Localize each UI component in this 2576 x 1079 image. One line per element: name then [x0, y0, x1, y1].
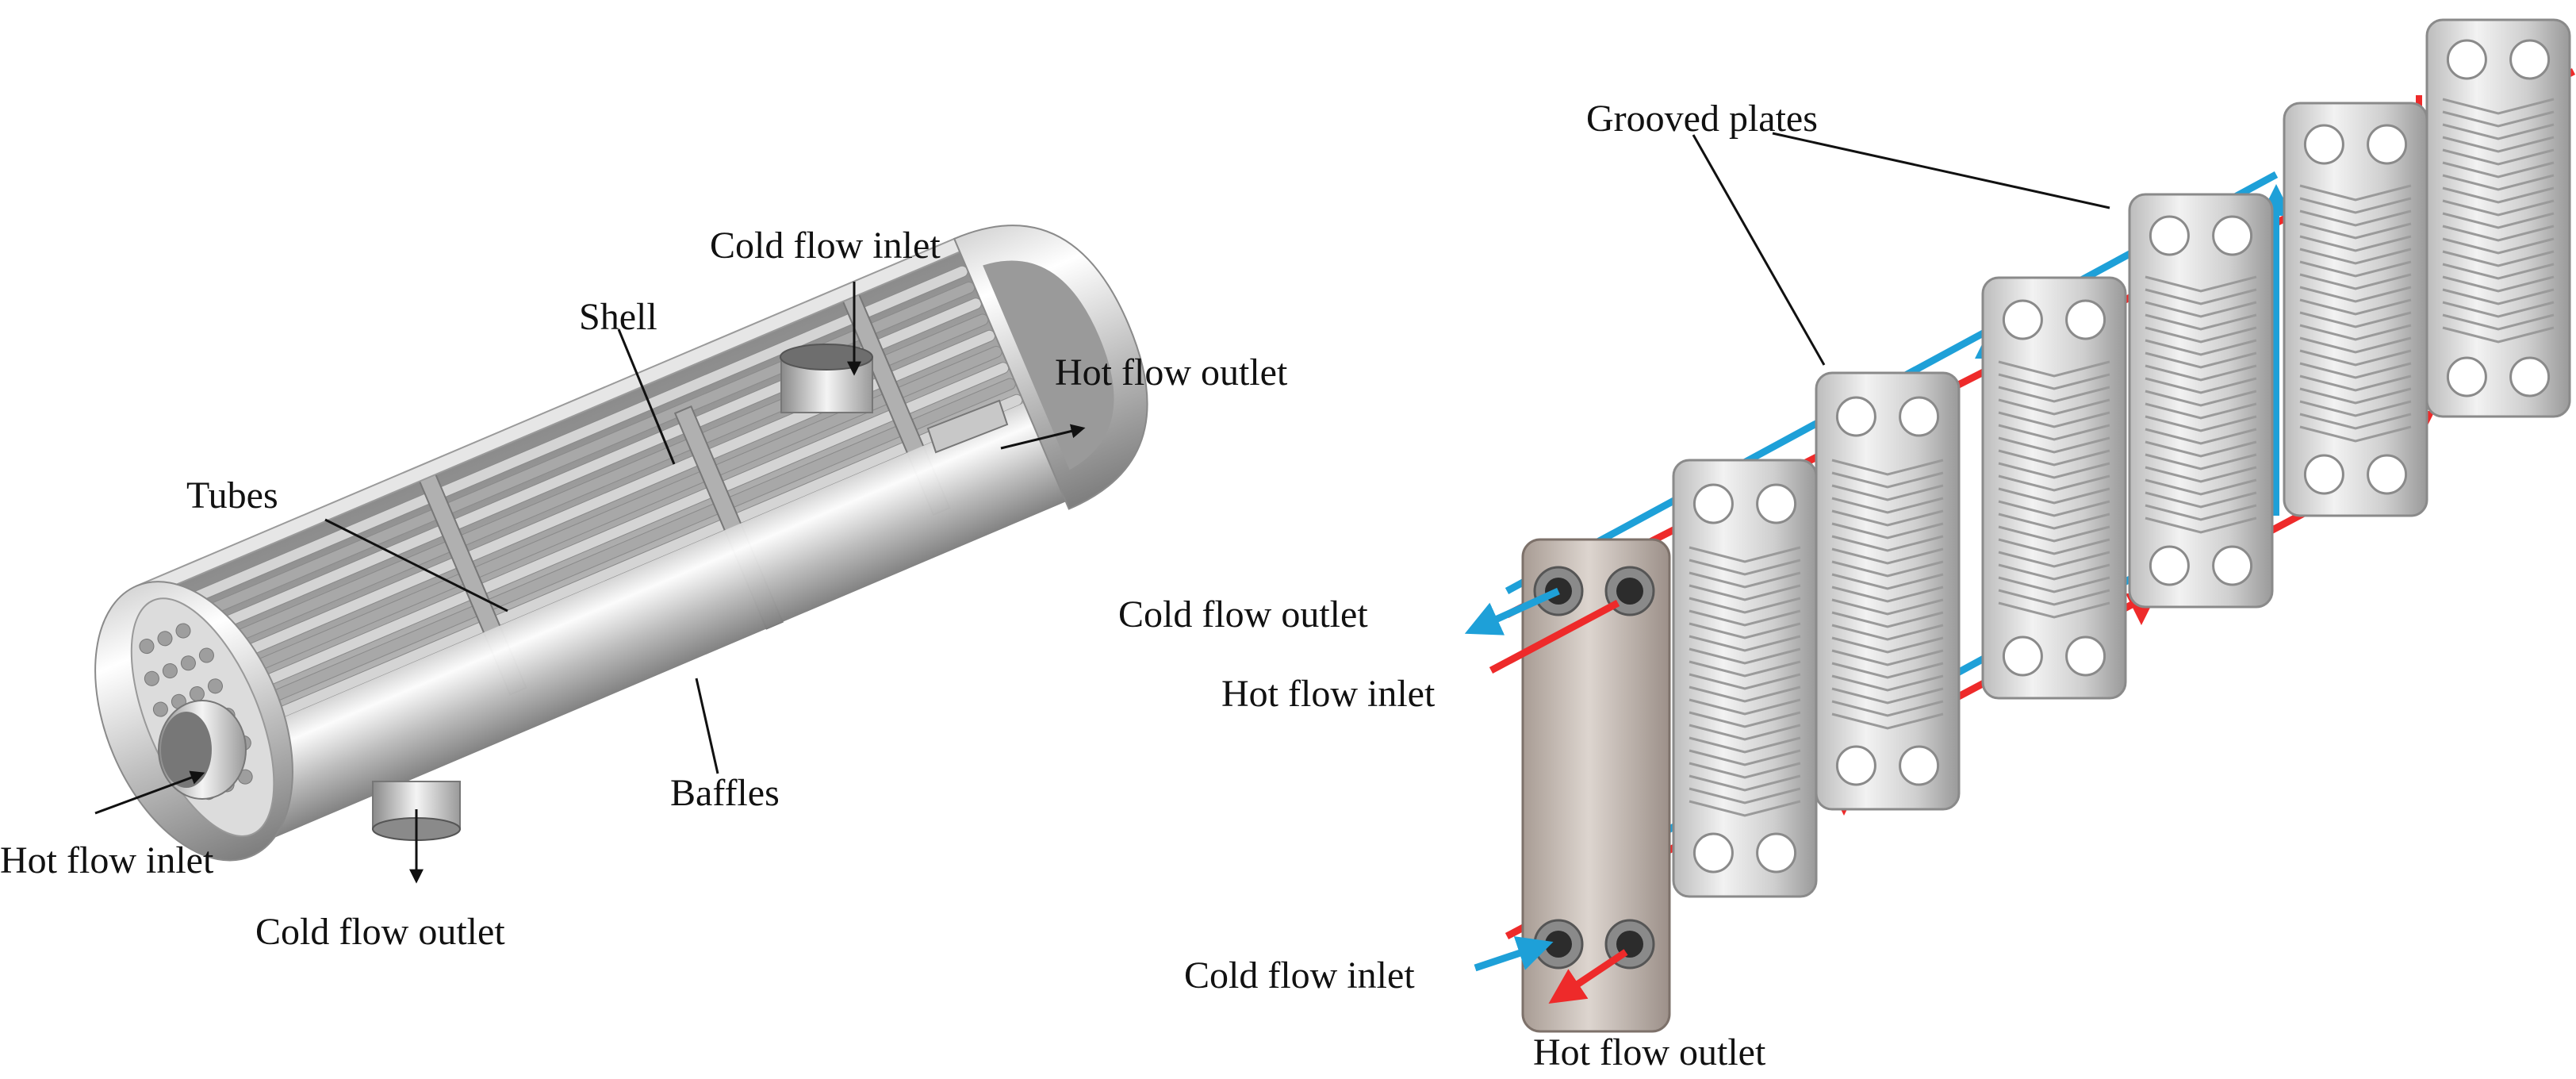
baffles-leader: [695, 678, 719, 774]
tube-hole: [139, 639, 155, 655]
tubes-leader: [324, 518, 508, 612]
shell-body: [94, 225, 1148, 862]
tube-hole: [162, 663, 178, 679]
grooved-plates-leaders: [1692, 132, 2110, 366]
grooved-plate: [1672, 459, 1818, 898]
plate-heat-exchanger: Grooved plates Cold flow outlet Hot flow…: [1118, 18, 2576, 1073]
label-hot-flow-inlet: Hot flow inlet: [0, 839, 214, 881]
grooved-plate: [2283, 102, 2428, 517]
label-baffles: Baffles: [670, 772, 780, 814]
label-cold-flow-outlet: Cold flow outlet: [1118, 593, 1368, 635]
grooved-plates-leader: [1692, 134, 1826, 366]
hot-outlet-arrow: [1548, 949, 1628, 1004]
label-cold-flow-inlet: Cold flow inlet: [710, 225, 941, 267]
nozzle-cold-inlet: [780, 344, 873, 413]
shell-and-tube-exchanger: Cold flow inlet Shell Hot flow outlet Tu…: [0, 225, 1288, 953]
hot-inlet-arrow: [94, 770, 205, 815]
tube-hole: [207, 678, 223, 694]
shell-leader: [617, 328, 676, 465]
tube-hole: [180, 655, 196, 671]
grooved-plate: [2128, 193, 2274, 609]
label-hot-flow-inlet: Hot flow inlet: [1221, 673, 1436, 715]
grooved-plates: [1672, 18, 2571, 898]
nozzle-hot-inlet: [158, 700, 247, 800]
grooved-plates-leader: [1772, 132, 2110, 209]
shell-tube-annotations: [94, 282, 1086, 884]
tube-hole: [198, 647, 214, 663]
tube-hole: [175, 623, 191, 639]
grooved-plate: [2425, 18, 2571, 418]
frame-plate: [1521, 538, 1671, 1033]
label-hot-flow-outlet: Hot flow outlet: [1533, 1031, 1766, 1073]
label-cold-flow-outlet: Cold flow outlet: [255, 911, 505, 953]
label-cold-flow-inlet: Cold flow inlet: [1184, 954, 1415, 996]
tube-hole: [144, 670, 159, 686]
grooved-plate: [1981, 276, 2127, 700]
label-shell: Shell: [579, 296, 657, 338]
hot-outlet-arrow: [1000, 424, 1086, 450]
hot-inlet-arrow: [1489, 600, 1620, 674]
nozzle-hot-outlet: [926, 399, 1009, 454]
tube-hole: [152, 701, 168, 717]
tube-hole: [157, 631, 173, 647]
cold-inlet-arrow: [1474, 936, 1554, 972]
label-grooved-plates: Grooved plates: [1586, 98, 1818, 140]
cold-outlet-arrow: [1464, 587, 1560, 635]
label-hot-flow-outlet: Hot flow outlet: [1055, 351, 1288, 394]
plate-flow-arrows: [1464, 587, 1628, 1004]
grooved-plate: [1815, 371, 1961, 811]
label-tubes: Tubes: [186, 474, 278, 516]
